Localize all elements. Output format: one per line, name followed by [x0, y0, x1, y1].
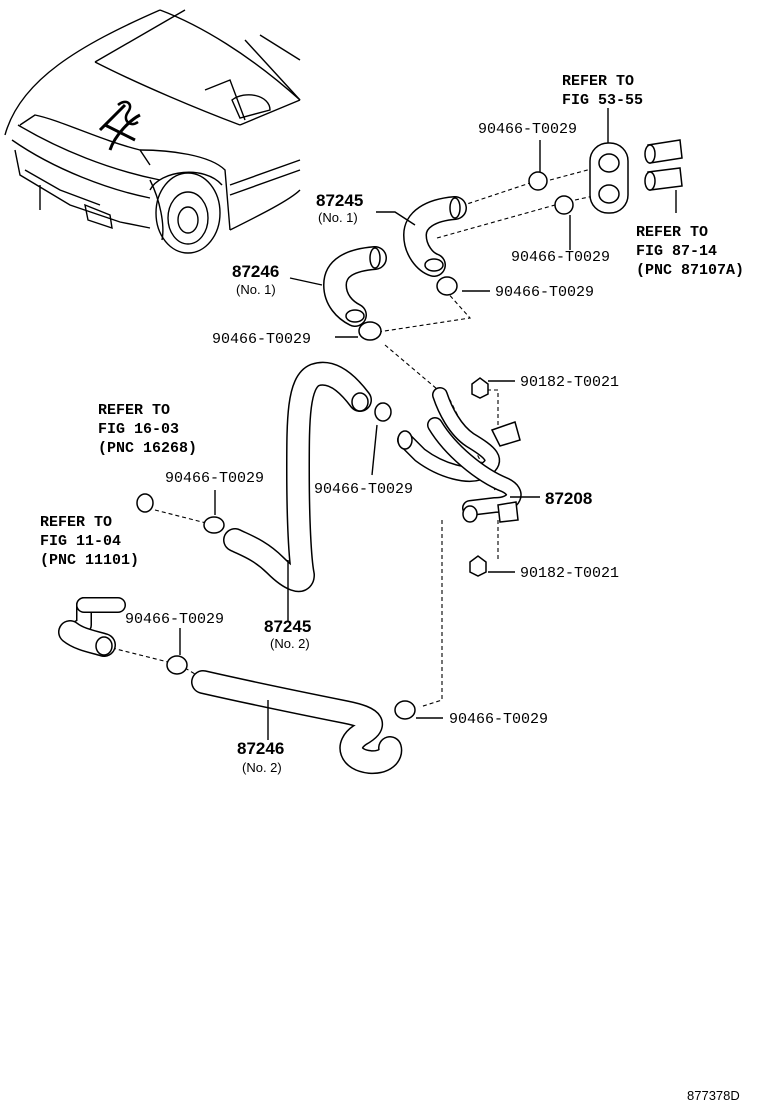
refer-87-line1: REFER TO — [636, 224, 708, 241]
hose-87245-no2-sub: (No. 2) — [270, 636, 310, 651]
hose-87246-no1-sub: (No. 1) — [236, 282, 276, 297]
refer-87-label: REFER TO FIG 87-14 (PNC 87107A) — [636, 224, 744, 279]
clamp-label-h: 90466-T0029 — [449, 711, 548, 728]
hose-87246-no1-label: 87246 — [232, 262, 279, 281]
hose-87246-no2-label: 87246 — [237, 739, 284, 758]
hose-87246-no1[interactable] — [323, 246, 387, 327]
refer-87-line2: FIG 87-14 — [636, 243, 717, 260]
hose-87245-no2-label: 87245 — [264, 617, 311, 636]
clamp-label-d: 90466-T0029 — [212, 331, 311, 348]
clamp-label-c: 90466-T0029 — [495, 284, 594, 301]
refer-16-line2: FIG 16-03 — [98, 421, 179, 438]
pipe-label: 87208 — [545, 489, 592, 508]
refer-16-label: REFER TO FIG 16-03 (PNC 16268) — [98, 402, 197, 457]
clamp-label-f: 90466-T0029 — [165, 470, 264, 487]
flange-bolt-icon — [469, 377, 489, 577]
heater-pipe-stubs — [644, 139, 683, 191]
refer-16-line1: REFER TO — [98, 402, 170, 419]
pipe-87208[interactable] — [397, 387, 522, 523]
vehicle-front-icon — [4, 9, 301, 254]
bolt-label-lower: 90182-T0021 — [520, 565, 619, 582]
refer-87-line3: (PNC 87107A) — [636, 262, 744, 279]
clamp-label-g: 90466-T0029 — [125, 611, 224, 628]
refer-11-line3: (PNC 11101) — [40, 552, 139, 569]
refer-11-line1: REFER TO — [40, 514, 112, 531]
refer-11-label: REFER TO FIG 11-04 (PNC 11101) — [40, 514, 139, 569]
hose-87246-no2-sub: (No. 2) — [242, 760, 282, 775]
refer-11-line2: FIG 11-04 — [40, 533, 121, 550]
refer-53-line2: FIG 53-55 — [562, 92, 643, 109]
hose-clamp-icon — [136, 171, 574, 720]
engine-fitting — [58, 597, 126, 657]
clamp-label-b: 90466-T0029 — [511, 249, 610, 266]
refer-53-line1: REFER TO — [562, 73, 634, 90]
bolt-label-upper: 90182-T0021 — [520, 374, 619, 391]
hose-87245-no2[interactable] — [223, 361, 372, 593]
hose-87245-no1-label: 87245 — [316, 191, 363, 210]
leader-lines — [179, 108, 677, 740]
clamp-label-e: 90466-T0029 — [314, 481, 413, 498]
hose-87245-no1[interactable] — [403, 196, 467, 277]
hose-87245-no1-sub: (No. 1) — [318, 210, 358, 225]
grommet-icon — [589, 142, 629, 214]
refer-53-label: REFER TO FIG 53-55 — [562, 73, 643, 109]
connection-lines — [100, 167, 599, 708]
clamp-label-a: 90466-T0029 — [478, 121, 577, 138]
hose-87246-no2[interactable] — [191, 670, 403, 775]
figure-id: 877378D — [687, 1088, 740, 1103]
refer-16-line3: (PNC 16268) — [98, 440, 197, 457]
